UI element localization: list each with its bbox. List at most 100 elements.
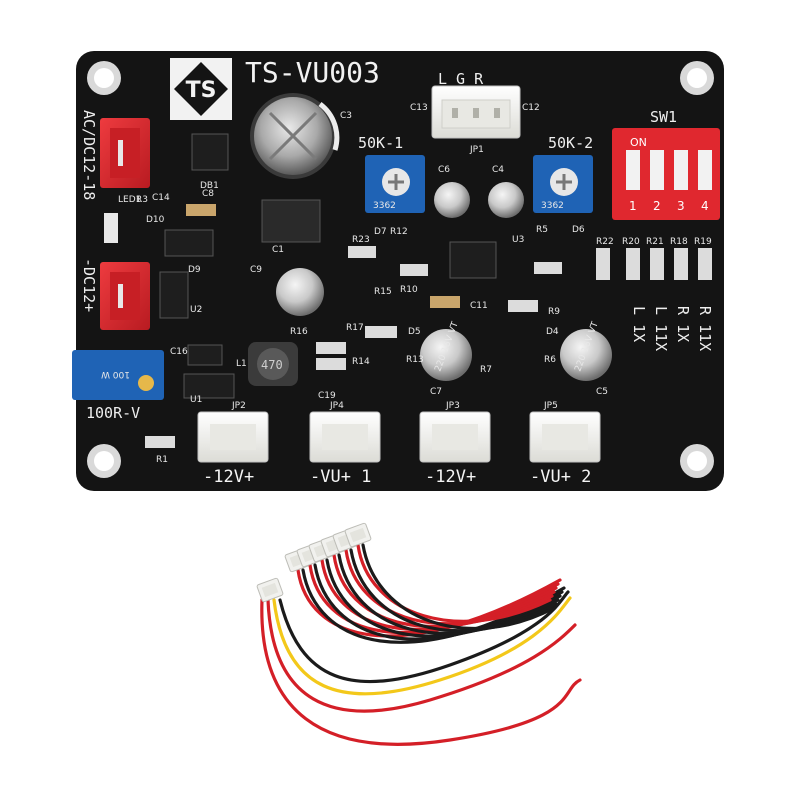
designator-r3: R3 xyxy=(136,195,148,205)
designator-r5: R5 xyxy=(536,225,548,235)
wire-black-3 xyxy=(325,558,562,638)
designator-c5: C5 xyxy=(596,387,608,397)
dip-num-2: 2 xyxy=(653,199,661,213)
dip-toggle-1 xyxy=(626,150,640,190)
wire-red-4 xyxy=(332,553,556,629)
designator-c12: C12 xyxy=(522,103,540,113)
connector-jp3 xyxy=(419,411,491,463)
designator-c4: C4 xyxy=(492,165,504,175)
wire-red-2 xyxy=(308,563,560,635)
cable-plug-6 xyxy=(344,522,372,548)
designator-d5: D5 xyxy=(408,327,421,337)
designator-u3: U3 xyxy=(512,235,524,245)
pot-right-label: 50K-2 xyxy=(548,134,593,152)
jp1-pin-label: L G R xyxy=(438,70,484,88)
designator-c8: C8 xyxy=(202,189,214,199)
capacitor-c3 xyxy=(250,93,340,179)
inductor-l1: 470 xyxy=(248,342,298,386)
pcb-board: TS TS-VU003 L G R AC/DC12-18 - xyxy=(72,51,724,491)
dip-on-label: ON xyxy=(630,136,647,149)
input-voltage-label: AC/DC12-18 xyxy=(80,110,98,200)
designator-c19: C19 xyxy=(318,391,336,401)
designator-l1: L1 xyxy=(236,359,247,369)
jp3-id: JP3 xyxy=(445,401,460,411)
switch-label: SW1 xyxy=(650,108,677,126)
wire-red-1 xyxy=(296,568,562,638)
wire-red-long xyxy=(266,598,577,713)
designator-r6: R6 xyxy=(544,355,556,365)
wire-black-2 xyxy=(313,563,564,641)
designator-r1: R1 xyxy=(156,455,168,465)
logo-text: TS xyxy=(186,78,217,103)
dip-toggle-2 xyxy=(650,150,664,190)
cable-plug-long xyxy=(256,577,284,603)
jp4-caption: -VU+ 1 xyxy=(310,467,371,487)
cable-set xyxy=(256,522,582,746)
smd-components xyxy=(104,133,712,448)
svg-text:L 1X: L 1X xyxy=(630,306,648,342)
designator-c16: C16 xyxy=(170,347,188,357)
pot-50k-1: 3362 xyxy=(365,155,425,213)
output-voltage-label: -DC12+ xyxy=(80,258,98,312)
dip-switch-sw1: ON 1 2 3 4 xyxy=(612,128,720,220)
pot-50k-2: 3362 xyxy=(533,155,593,213)
designator-c11: C11 xyxy=(470,301,488,311)
designator-r19: R19 xyxy=(694,237,712,247)
connector-jp2 xyxy=(197,411,269,463)
designator-r17: R17 xyxy=(346,323,364,333)
capacitor-c4 xyxy=(488,182,524,218)
output-connector xyxy=(100,262,150,330)
designator-r9: R9 xyxy=(548,307,560,317)
designator-r12: R12 xyxy=(390,227,408,237)
svg-text:L 11X: L 11X xyxy=(652,306,670,351)
designator-led1: LED1 xyxy=(118,195,141,205)
wire-red-6 xyxy=(356,543,552,623)
capacitor-c5 xyxy=(560,329,612,381)
designator-r22: R22 xyxy=(596,237,614,247)
trim-label: 100R-V xyxy=(86,404,140,422)
model-label: TS-VU003 xyxy=(245,56,380,89)
designator-r13: R13 xyxy=(406,355,424,365)
svg-text:R 11X: R 11X xyxy=(696,306,714,351)
inductor-text: 470 xyxy=(261,358,283,372)
jp4-id: JP4 xyxy=(329,401,344,411)
trim-code: 100 W xyxy=(101,369,130,379)
svg-text:R 1X: R 1X xyxy=(674,306,692,342)
wire-black-long xyxy=(278,590,570,684)
designator-r16: R16 xyxy=(290,327,308,337)
designator-r23: R23 xyxy=(352,235,370,245)
designator-d4: D4 xyxy=(546,327,559,337)
dip-toggle-3 xyxy=(674,150,688,190)
jp5-id: JP5 xyxy=(543,401,558,411)
trim-100r: 100 W xyxy=(72,350,164,400)
capacitor-c1 xyxy=(276,268,324,316)
designator-u2: U2 xyxy=(190,305,202,315)
designator-db1: DB1 xyxy=(200,181,219,191)
designator-r18: R18 xyxy=(670,237,688,247)
designator-r7: R7 xyxy=(480,365,492,375)
designator-r15: R15 xyxy=(374,287,392,297)
designator-jp1: JP1 xyxy=(469,145,484,155)
wire-red-5 xyxy=(344,548,554,626)
wire-black-4 xyxy=(337,553,560,635)
dip-num-4: 4 xyxy=(701,199,709,213)
connector-jp5 xyxy=(529,411,601,463)
designator-c7: C7 xyxy=(430,387,442,397)
jp5-caption: -VU+ 2 xyxy=(530,467,591,487)
designator-r10: R10 xyxy=(400,285,418,295)
jp3-caption: -12V+ xyxy=(425,467,476,487)
dip-num-3: 3 xyxy=(677,199,685,213)
mounting-holes xyxy=(87,61,714,478)
designator-r14: R14 xyxy=(352,357,370,367)
designator-d7: D7 xyxy=(374,227,387,237)
designator-c13: C13 xyxy=(410,103,428,113)
small-capacitors: 220 16V VT 220 16V VT xyxy=(276,182,612,381)
designator-d9: D9 xyxy=(188,265,201,275)
jp1-connector xyxy=(431,85,521,139)
connector-jp4 xyxy=(309,411,381,463)
designator-r21: R21 xyxy=(646,237,664,247)
input-connector xyxy=(100,118,150,188)
dip-toggle-4 xyxy=(698,150,712,190)
designator-c14: C14 xyxy=(152,193,170,203)
